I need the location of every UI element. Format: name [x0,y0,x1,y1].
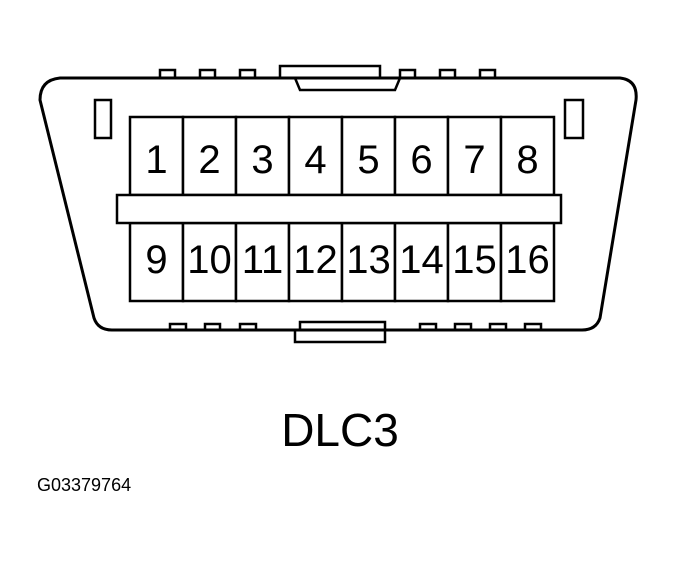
pin-cell-8: 8 [499,115,556,197]
pin-cell-3: 3 [234,115,291,197]
pin-number-label: 1 [145,138,167,182]
pin-cell-box [181,221,238,303]
pin-number-label: 3 [251,138,273,182]
pin-cell-2: 2 [181,115,238,197]
pin-cell-10: 10 [181,221,238,303]
connector-title: DLC3 [281,404,399,456]
pin-number-label: 11 [242,238,284,282]
pin-cell-1: 1 [128,115,185,197]
pin-cell-6: 6 [393,115,450,197]
pin-number-label: 9 [145,238,167,282]
figure-id: G03379764 [37,475,131,495]
left-locating-tab [93,98,113,140]
pin-cell-11: 11 [234,221,291,303]
pin-number-label: 6 [410,138,432,182]
pin-cell-12: 12 [287,221,344,303]
pin-cell-5: 5 [340,115,397,197]
pin-cell-9: 9 [128,221,185,303]
right-locating-tab [563,98,585,140]
pin-number-label: 8 [516,138,538,182]
pin-number-label: 12 [293,238,338,282]
pin-cell-14: 14 [393,221,450,303]
top-latch-notches [158,64,497,92]
pin-number-label: 13 [346,238,391,282]
bottom-latch-notches [168,320,543,344]
pin-number-label: 10 [187,238,232,282]
pin-number-label: 15 [452,238,497,282]
pin-cell-15: 15 [446,221,503,303]
pin-cell-13: 13 [340,221,397,303]
center-divider-bar [115,193,563,225]
pin-number-label: 5 [357,138,379,182]
pin-cell-box [499,115,556,197]
pin-cell-7: 7 [446,115,503,197]
pin-cell-4: 4 [287,115,344,197]
pin-number-label: 4 [304,138,326,182]
connector-housing [38,76,638,332]
pin-cell-box [128,221,185,303]
pin-cell-box [446,115,503,197]
pin-number-label: 7 [463,138,485,182]
pin-number-label: 2 [198,138,220,182]
pin-number-label: 16 [505,238,550,282]
pin-number-label: 14 [399,238,444,282]
pin-cell-16: 16 [499,221,556,303]
